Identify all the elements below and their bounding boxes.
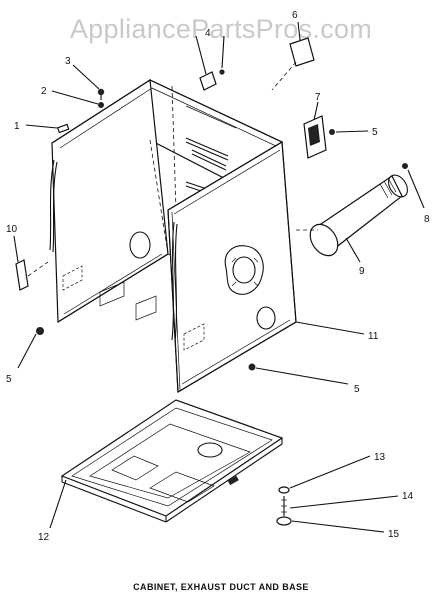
cabinet-hardware [15, 37, 335, 371]
callout-5-upper: 5 [372, 127, 378, 138]
diagram-caption: CABINET, EXHAUST DUCT AND BASE [133, 582, 309, 592]
callout-3: 3 [65, 56, 71, 67]
callout-11: 11 [368, 331, 379, 342]
part-6-cover-plate [289, 37, 315, 67]
callout-5-bottom: 5 [354, 384, 360, 395]
callout-5-left: 5 [6, 374, 12, 385]
part-5-screw-bottom [248, 363, 256, 371]
callout-labels: 1 2 3 4 5 5 5 6 7 8 9 10 11 12 13 14 15 [6, 10, 430, 543]
callout-9: 9 [359, 266, 365, 277]
part-9-exhaust-duct [309, 163, 408, 257]
leveling-leg-hardware [276, 486, 292, 526]
part-5-screw-upper [329, 129, 335, 135]
part-5-screw-left [36, 327, 44, 335]
callout-8: 8 [424, 214, 430, 225]
cabinet-exhaust-opening [224, 245, 264, 295]
callout-14: 14 [402, 491, 414, 502]
callout-12: 12 [38, 532, 50, 543]
callout-6: 6 [292, 10, 298, 21]
callout-4: 4 [205, 28, 211, 39]
callout-13: 13 [374, 452, 386, 463]
part-8-screw [402, 163, 408, 169]
cabinet-left-wiring [49, 159, 58, 253]
part-13-nut [278, 486, 290, 494]
part-3-screw [97, 88, 105, 100]
part-7-bracket-plate [303, 115, 327, 159]
callout-1: 1 [14, 121, 20, 132]
watermark: AppliancePartsPros.com [69, 14, 373, 44]
leader-lines [13, 21, 425, 533]
part-10-strap [15, 259, 29, 291]
part-14-leveling-leg [281, 496, 287, 516]
callout-15: 15 [388, 529, 400, 540]
part-12-base [60, 399, 284, 523]
part-2-screw [98, 102, 104, 108]
part-1-clip [56, 123, 70, 134]
callout-7: 7 [315, 92, 321, 103]
callout-10: 10 [6, 224, 18, 235]
part-15-foot [276, 516, 292, 526]
part-4-bracket [199, 69, 225, 91]
cabinet [49, 78, 297, 394]
callout-2: 2 [41, 86, 47, 97]
